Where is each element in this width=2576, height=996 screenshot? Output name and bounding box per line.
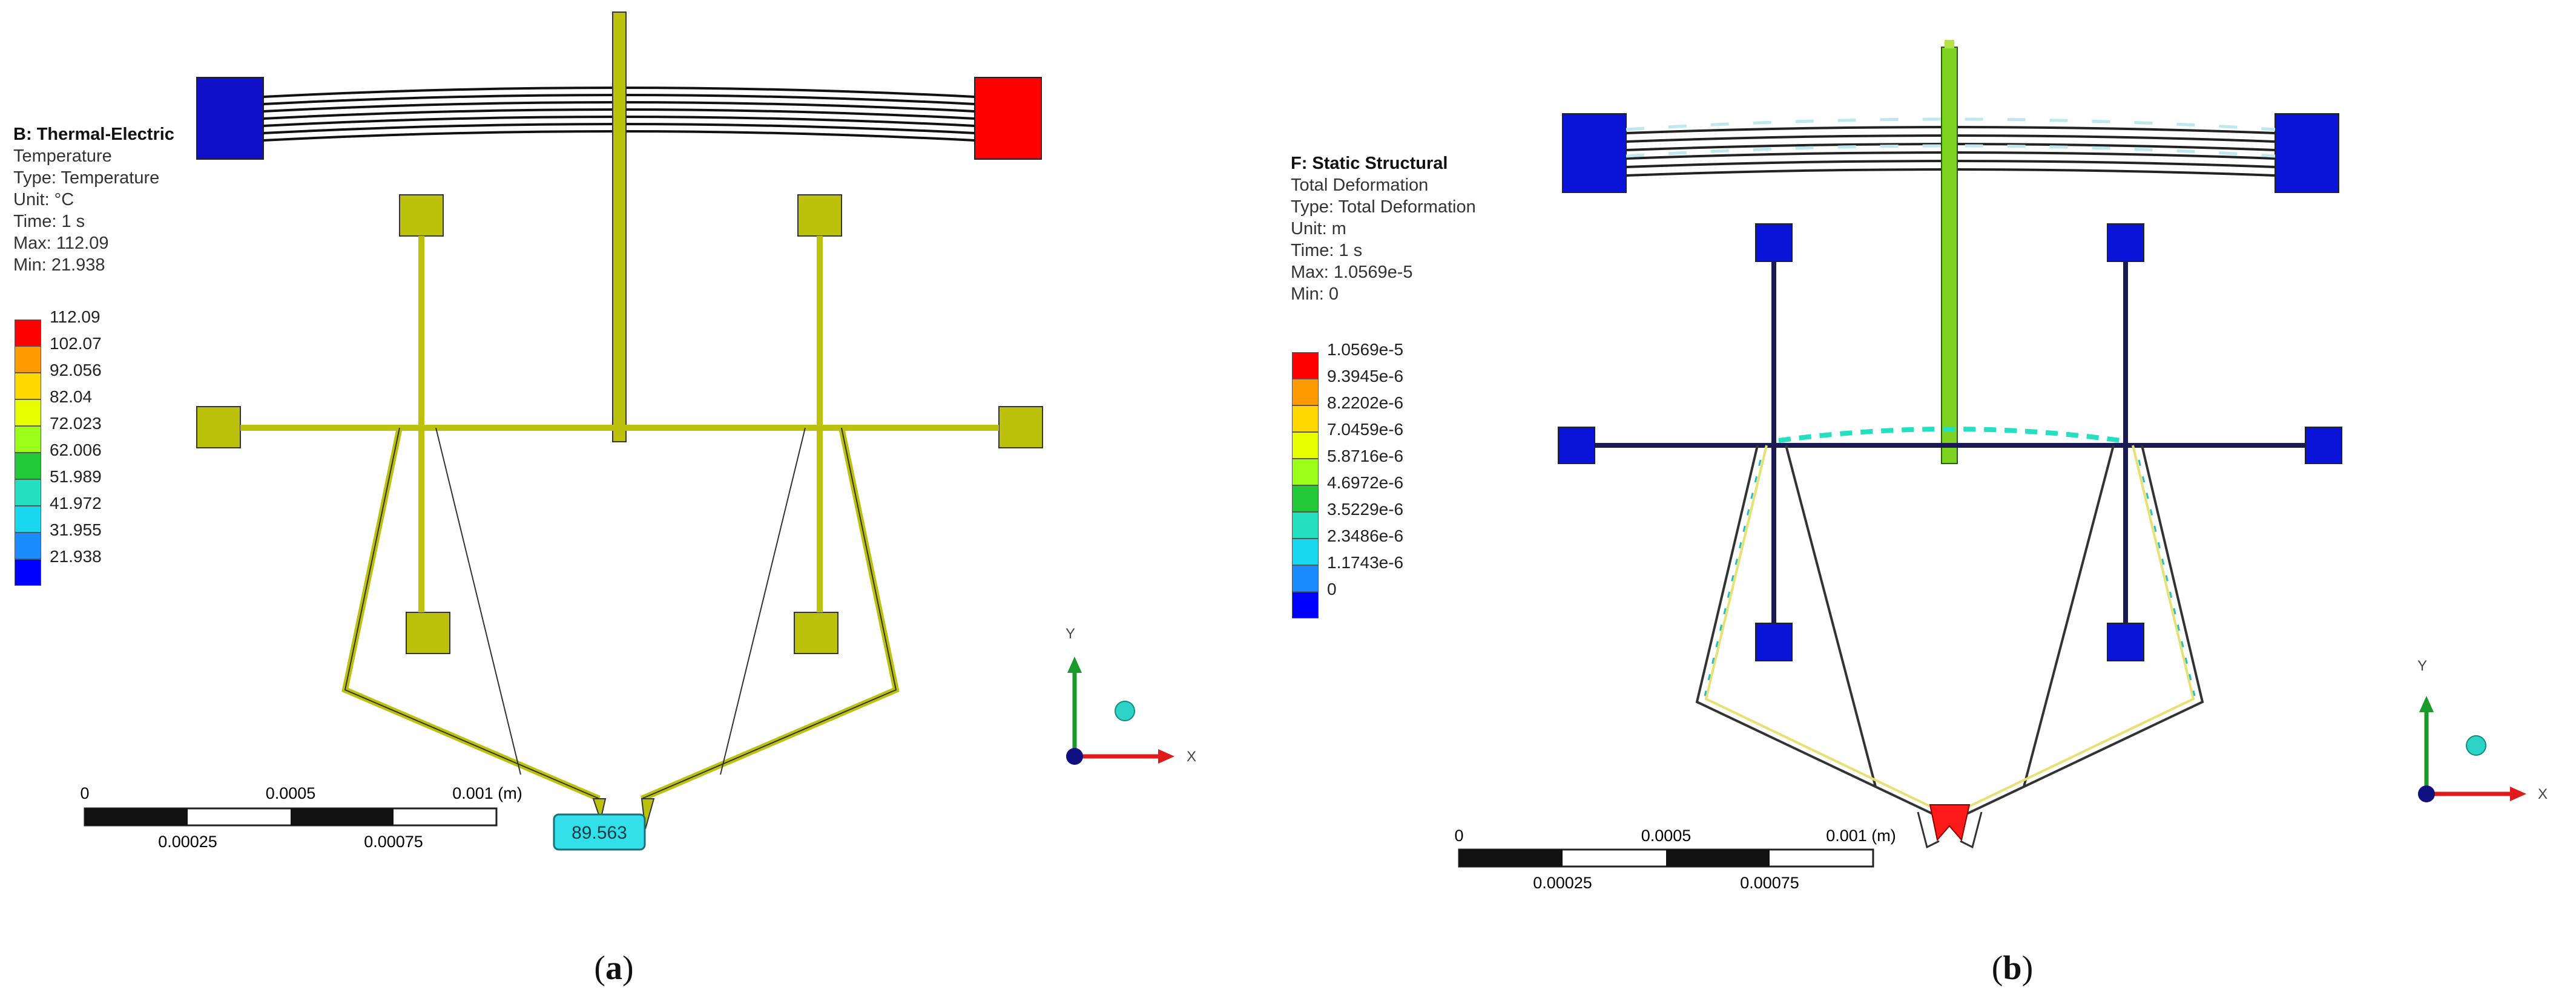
legend-value: 51.989 [50,467,102,486]
scale-label-bottom-0: 0.00025 [158,833,217,851]
legend-value: 0 [1327,580,1337,598]
result-info: B: Thermal-Electric Temperature Type: Te… [13,123,174,276]
legend-value: 112.09 [50,307,100,326]
legend-value: 21.938 [50,547,102,566]
legend-value: 1.0569e-5 [1327,340,1404,359]
gripper-tip-max-deformation [1929,804,1971,842]
probe-label-box [553,813,646,851]
analysis-title: F: Static Structural [1291,154,1448,173]
frame-beam-deformed [1778,427,2121,443]
caption-letter: b [2003,949,2022,987]
legend-value: 41.972 [50,494,102,513]
legend-value: 92.056 [50,361,102,379]
scale-label-top-2: 0.001 (m) [452,784,522,802]
legend-value: 7.0459e-6 [1327,420,1404,439]
gripper-jaw-left [592,798,607,822]
legend-value: 3.5229e-6 [1327,500,1404,519]
flexure-beams-displacement-tint [1704,459,2196,696]
info-line: Type: Total Deformation [1291,197,1476,217]
info-line: Min: 21.938 [13,255,105,275]
info-line: Unit: m [1291,219,1346,238]
info-line: Type: Temperature [13,168,160,188]
info-line: Temperature [13,146,112,166]
legend-value: 62.006 [50,441,102,459]
pad-left [1562,113,1627,193]
legend-value: 5.8716e-6 [1327,447,1404,465]
panel-caption: (b) [1991,949,2034,987]
probe-label-text: 89.563 [572,823,627,843]
scale-label-bottom-1: 0.00075 [1740,874,1799,892]
pad-left-hot [196,77,264,160]
info-line: Max: 112.09 [13,234,109,253]
panel-static-structural: 0 0.0005 0.001 (m) 0.00025 0.00075 Y X F… [1288,0,2576,996]
coordinate-triad [2418,696,2526,802]
axis-label-x: X [2538,786,2548,802]
scale-bar [84,807,498,827]
thermal-electric-model-view: 89.563 0 0.0005 0.001 (m) 0.00025 0.0007… [80,11,1196,851]
frame-beams [1595,261,2305,623]
legend-value: 9.3945e-6 [1327,367,1404,385]
scale-label-bottom-0: 0.00025 [1533,874,1592,892]
legend-value: 102.07 [50,334,102,353]
axis-label-y: Y [1066,626,1075,642]
analysis-title: B: Thermal-Electric [13,125,174,144]
legend-value: 72.023 [50,414,102,433]
legend-value: 31.955 [50,520,102,539]
shuttle-beam [612,11,627,442]
result-info: F: Static Structural Total Deformation T… [1291,152,1476,305]
info-line: Time: 1 s [13,212,85,231]
shuttle-beam [1941,47,1958,464]
frame-beam-outline [344,427,897,799]
info-line: Min: 0 [1291,284,1339,304]
scale-label-bottom-1: 0.00075 [364,833,423,851]
anchors [196,194,1043,654]
panel-caption: (a) [594,949,634,987]
axis-label-x: X [1187,749,1196,765]
flexure-beams [1695,445,2204,818]
scale-label-top-0: 0 [80,784,89,802]
legend-value: 82.04 [50,387,93,406]
legend-value: 8.2202e-6 [1327,393,1404,412]
scale-label-top-1: 0.0005 [1641,827,1692,845]
coordinate-triad [1066,657,1174,765]
legend-value: 2.3486e-6 [1327,526,1404,545]
chevron-beams-deformed [1626,117,2276,158]
scale-bar [1458,848,1874,868]
scale-label-top-0: 0 [1454,827,1463,845]
info-line: Max: 1.0569e-5 [1291,263,1413,282]
pad-right [2275,113,2339,193]
info-line: Time: 1 s [1291,241,1363,260]
legend-value: 1.1743e-6 [1327,553,1404,572]
panel-thermal-electric: 89.563 0 0.0005 0.001 (m) 0.00025 0.0007… [13,11,1196,987]
legend-value: 4.6972e-6 [1327,473,1404,492]
gripper-jaw-outline [1917,811,1983,849]
info-line: Total Deformation [1291,175,1429,195]
info-line: Unit: °C [13,190,74,209]
scale-label-top-1: 0.0005 [266,784,316,802]
shuttle-tip [1945,40,1954,48]
static-structural-model-view: 0 0.0005 0.001 (m) 0.00025 0.00075 Y X [1454,40,2548,892]
axis-label-y: Y [2417,658,2427,674]
flexure-beams-deformed [1704,445,2195,813]
scale-label-top-2: 0.001 (m) [1826,827,1896,845]
caption-letter: a [605,949,622,987]
pad-right-cold [974,77,1042,160]
